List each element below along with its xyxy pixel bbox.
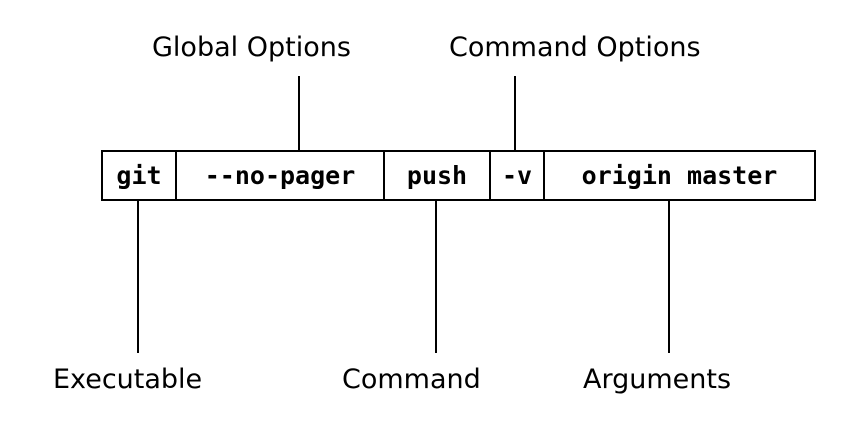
label-command-options: Command Options <box>449 32 701 63</box>
segment-command: push <box>385 152 491 199</box>
connector-command <box>435 201 437 353</box>
segment-global-options: --no-pager <box>177 152 385 199</box>
label-command: Command <box>342 364 481 395</box>
label-global-options: Global Options <box>152 32 351 63</box>
segment-executable: git <box>103 152 177 199</box>
connector-command-options <box>514 76 516 150</box>
label-arguments: Arguments <box>583 364 732 395</box>
command-line: git --no-pager push -v origin master <box>101 150 816 201</box>
connector-global-options <box>298 76 300 150</box>
label-executable: Executable <box>53 364 203 395</box>
segment-arguments: origin master <box>581 161 778 190</box>
segment-command-options: -v <box>491 152 545 199</box>
connector-arguments <box>668 201 670 353</box>
connector-executable <box>137 201 139 353</box>
